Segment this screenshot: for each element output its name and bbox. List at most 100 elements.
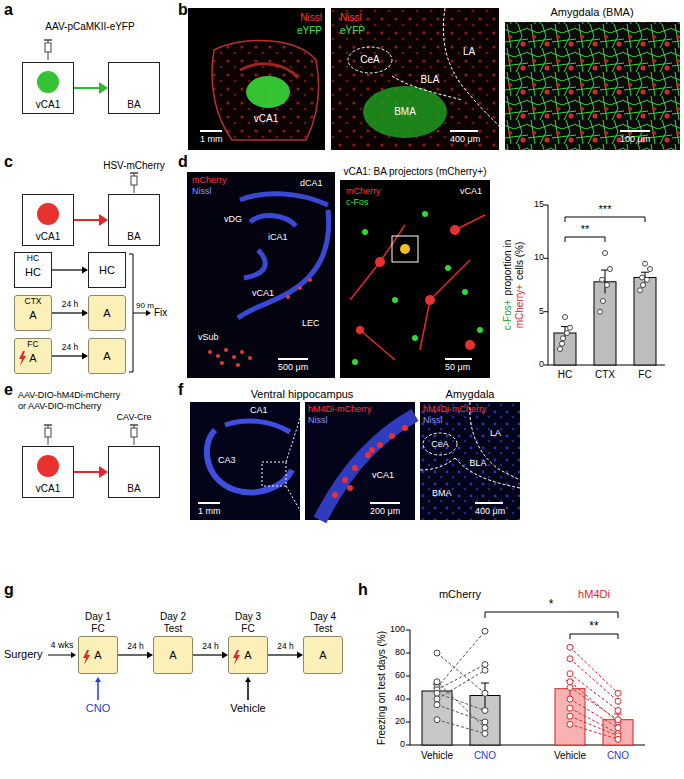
box-label: Day 1 FC — [77, 611, 119, 634]
edge-label: 24 h — [201, 642, 220, 651]
edge-label: 24 h — [61, 300, 80, 309]
text-label: vSub — [198, 332, 219, 342]
text-label: vCA1 — [460, 186, 482, 196]
context-box: HC — [88, 252, 126, 288]
text-label: CeA — [360, 54, 379, 66]
edge-label: 24 h — [126, 642, 145, 651]
box-label: CTX — [25, 297, 42, 307]
text-label: BMA — [394, 106, 416, 118]
edge-label: 24 h — [61, 343, 80, 352]
box-label: FC — [27, 340, 38, 350]
text-label: CNO — [474, 750, 496, 762]
region-box: BA — [108, 194, 160, 246]
text-label: ** — [581, 223, 590, 236]
text-label: Ventral hippocampus — [251, 388, 354, 401]
box-label: HC — [27, 254, 39, 264]
text-label: 4 wks — [50, 640, 73, 650]
box-label: A — [103, 307, 110, 320]
context-box: CTXA — [14, 295, 52, 331]
text-label: LEC — [302, 318, 320, 328]
shock-symbol — [232, 650, 241, 665]
box-label: HC — [99, 264, 115, 277]
text-label: Vehicle — [230, 702, 265, 715]
box-label: A — [244, 649, 251, 662]
connector — [52, 353, 88, 360]
box-label: HC — [25, 266, 41, 279]
text-label: Freezing on test days (%) — [376, 631, 388, 745]
text-label: ** — [589, 620, 598, 634]
text-label: BLA — [469, 458, 486, 468]
connector-line — [74, 87, 99, 89]
panel-letter: f — [178, 381, 183, 399]
text-label: hM4Di-mCherry — [308, 404, 372, 414]
panel-letter: g — [4, 581, 14, 599]
text-label: eYFP — [340, 25, 365, 37]
connector-line — [52, 312, 82, 313]
text-label: vCA1 — [252, 288, 274, 298]
micrograph — [305, 402, 415, 520]
synapse-terminal — [99, 214, 108, 226]
text-label: 80 — [395, 647, 405, 657]
connector-line — [268, 654, 297, 655]
text-label: dCA1 — [300, 178, 323, 188]
connector — [118, 652, 153, 659]
context-box: HC HC — [14, 252, 52, 288]
text-label: Vehicle — [421, 750, 453, 762]
panel-letter: c — [4, 153, 13, 171]
text-label: BMA — [432, 488, 452, 498]
connector-line — [52, 269, 82, 270]
text-label: CAV-Cre — [117, 412, 152, 422]
session-box: Day 4 TestA — [303, 636, 343, 674]
region-box: vCA1 — [22, 62, 74, 114]
bar-chart — [544, 205, 665, 365]
text-label: 60 — [395, 670, 405, 680]
cell-body-dot — [37, 455, 59, 477]
text-label: 0 — [400, 739, 405, 749]
box-label: A — [169, 649, 176, 662]
connector-line — [118, 654, 147, 655]
text-label: Nissl — [340, 12, 362, 24]
text-label: Nissl — [423, 415, 443, 425]
synapse-terminal — [99, 82, 108, 94]
shock-bolt — [19, 351, 26, 366]
text-label: 400 μm — [450, 134, 480, 144]
panel-letter: d — [178, 153, 188, 171]
micrograph — [188, 8, 325, 150]
text-label: CNO — [86, 702, 110, 715]
axis-title: c-Fos+proportion inmCherry+cells (%) — [502, 238, 526, 332]
text-label: vCA1 — [372, 470, 394, 480]
panel-letter: b — [178, 1, 188, 19]
connector — [52, 310, 88, 317]
connector — [74, 466, 108, 478]
shock-symbol — [18, 351, 27, 366]
text-label: 5 — [539, 306, 544, 316]
text-label: hM4Di-mCherry — [423, 404, 487, 414]
box-label: vCA1 — [36, 483, 60, 495]
text-label: Nissl — [300, 12, 322, 24]
axis-title-part: c-Fos+ — [502, 299, 513, 330]
edge-label: 24 h — [276, 642, 295, 651]
text-label: CA1 — [250, 405, 268, 415]
text-label: Vehicle — [554, 750, 586, 762]
micrograph — [420, 402, 520, 520]
text-label: 100 μm — [620, 134, 650, 144]
text-label: 500 μm — [278, 362, 308, 372]
connector-line — [52, 355, 82, 356]
text-label: iCA1 — [268, 232, 288, 242]
text-label: LA — [463, 46, 475, 58]
text-label: 40 — [395, 693, 405, 703]
box-label: BA — [127, 483, 140, 495]
text-label: mCherry — [346, 186, 381, 196]
panel-letter: e — [4, 381, 13, 399]
context-box: A — [88, 338, 126, 374]
box-label: BA — [127, 231, 140, 243]
text-label: 1 mm — [198, 506, 221, 516]
text-label: BLA — [421, 74, 440, 86]
shock-bolt — [83, 650, 90, 665]
panel-letter: a — [4, 1, 13, 19]
text-label: 90 m — [136, 301, 154, 310]
text-label: CA3 — [218, 455, 236, 465]
text-label: LA — [490, 428, 501, 438]
text-label: 50 μm — [445, 362, 470, 372]
micrograph — [505, 22, 680, 150]
